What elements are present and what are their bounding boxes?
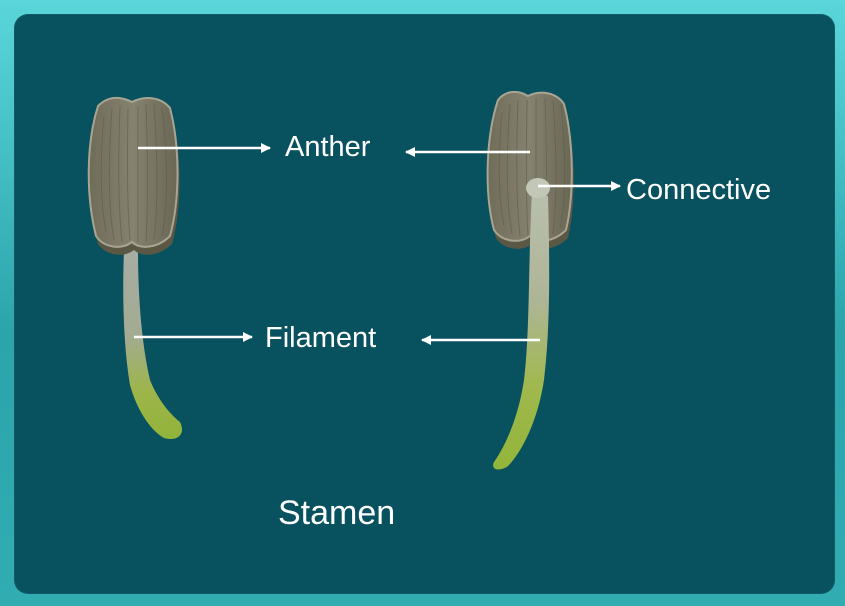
right-connective	[526, 178, 550, 198]
caption-stamen: Stamen	[278, 494, 395, 532]
right-anther	[488, 92, 572, 241]
label-anther: Anther	[285, 131, 371, 163]
label-filament: Filament	[265, 322, 376, 354]
left-filament	[123, 250, 182, 439]
label-connective: Connective	[626, 174, 771, 206]
right-stamen	[488, 92, 574, 470]
